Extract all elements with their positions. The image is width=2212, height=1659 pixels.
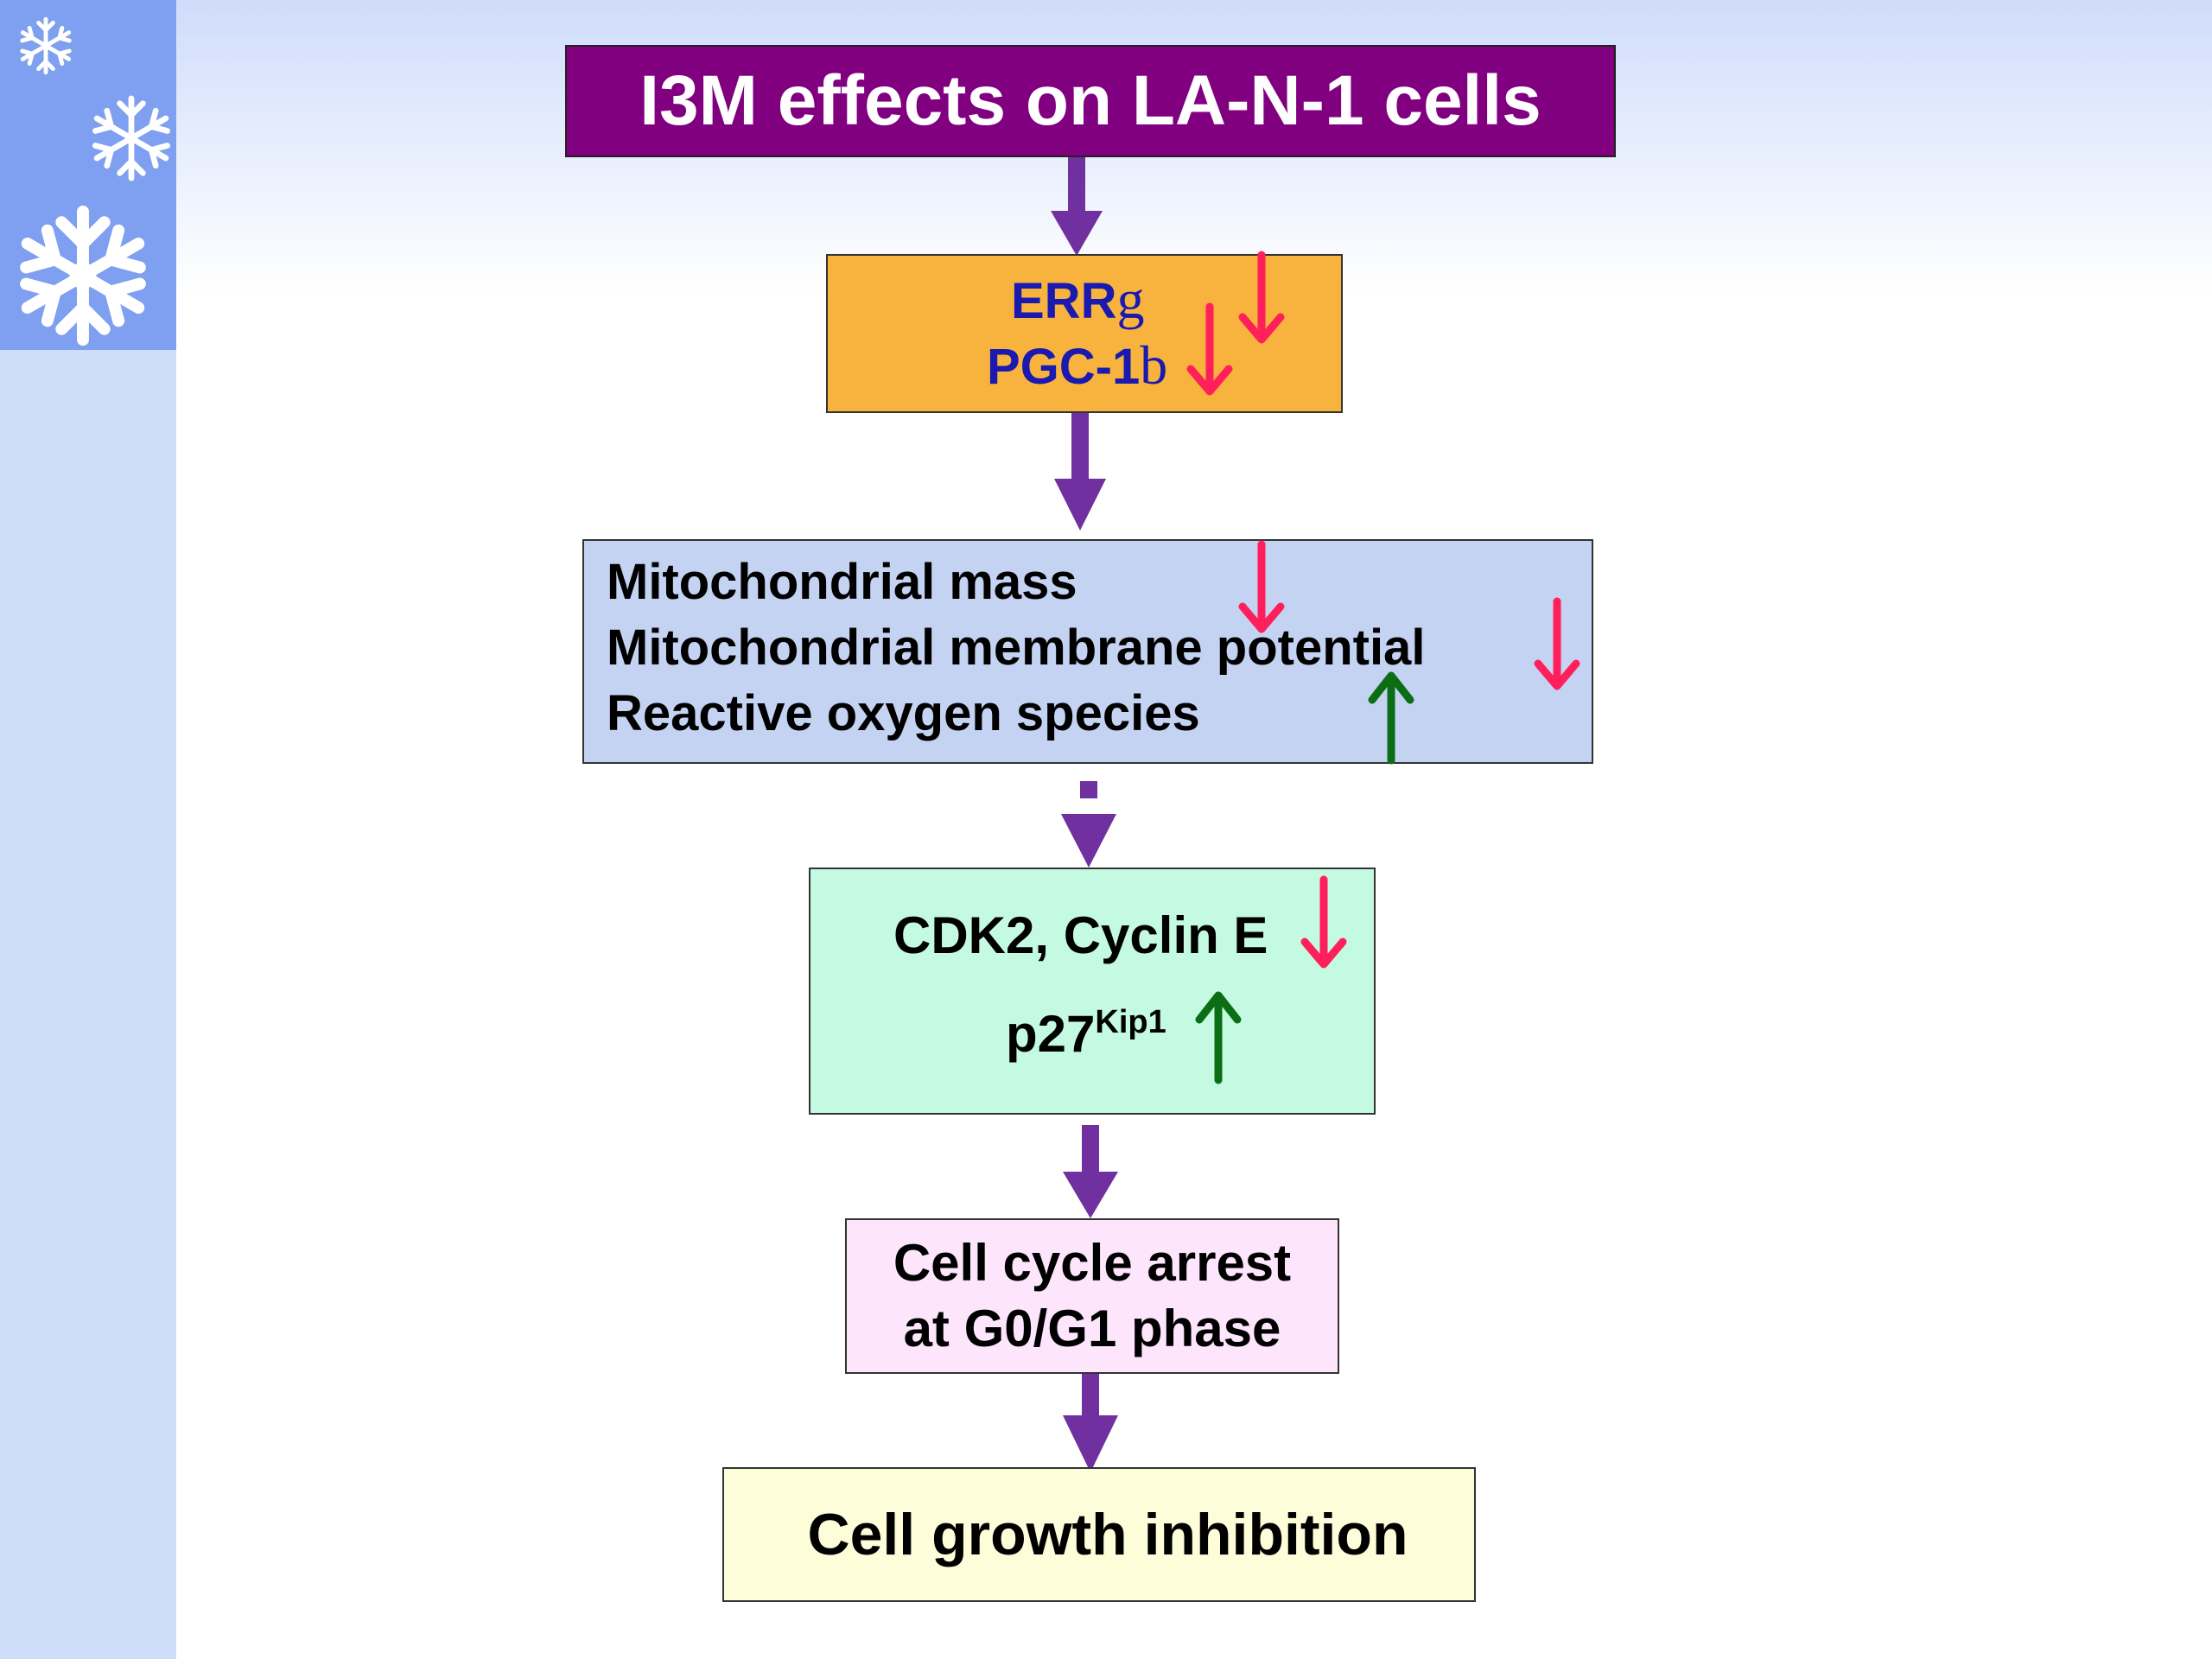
arrest-line2: at G0/G1 phase: [903, 1300, 1281, 1357]
membrane-potential-down-arrow-icon: [1538, 601, 1576, 686]
p27-label: p27Kip1: [1006, 1004, 1166, 1063]
mitochondrial-box: Mitochondrial mass Mitochondrial membran…: [582, 539, 1593, 764]
cell-cycle-arrest-box: Cell cycle arrest at G0/G1 phase: [845, 1218, 1339, 1374]
pgc1b-down-arrow-icon: [1191, 307, 1229, 391]
connector-title-to-err: [1051, 157, 1103, 256]
mito-mass-label: Mitochondrial mass: [607, 554, 1077, 610]
mito-mass-down-arrow-icon: [1243, 544, 1281, 629]
mito-potential-label: Mitochondrial membrane potential: [607, 620, 1426, 676]
cdk2-cyclin-label: CDK2, Cyclin E: [893, 906, 1268, 964]
snowflake-icon-small: [16, 16, 76, 76]
err-pgc-box: ERRg PGC-1b: [826, 254, 1343, 413]
connector-err-to-mito: [1054, 413, 1106, 531]
ros-up-arrow-icon: [1372, 676, 1410, 760]
connector-cdk-to-arrest: [1063, 1125, 1118, 1218]
snowflake-icon-medium: [90, 95, 173, 185]
sidebar-header: [0, 0, 176, 350]
connector-arrest-to-growth: [1063, 1374, 1118, 1472]
errg-label: ERRg: [1011, 269, 1145, 330]
ros-label: Reactive oxygen species: [607, 685, 1200, 741]
errg-down-arrow-icon: [1243, 255, 1281, 340]
p27-up-arrow-icon: [1199, 995, 1237, 1080]
diagram-title: I3M effects on LA-N-1 cells: [565, 45, 1616, 157]
sidebar: [0, 0, 176, 1659]
kip1-superscript: Kip1: [1095, 1004, 1166, 1040]
cdk2-down-arrow-icon: [1305, 880, 1343, 964]
pgc1b-label: PGC-1b: [987, 334, 1168, 396]
growth-label: Cell growth inhibition: [807, 1502, 1408, 1567]
snowflake-icon-large: [16, 205, 150, 349]
cdk-cyclin-box: CDK2, Cyclin E p27Kip1: [809, 868, 1376, 1115]
cell-growth-inhibition-box: Cell growth inhibition: [722, 1467, 1476, 1602]
arrest-line1: Cell cycle arrest: [893, 1234, 1292, 1292]
